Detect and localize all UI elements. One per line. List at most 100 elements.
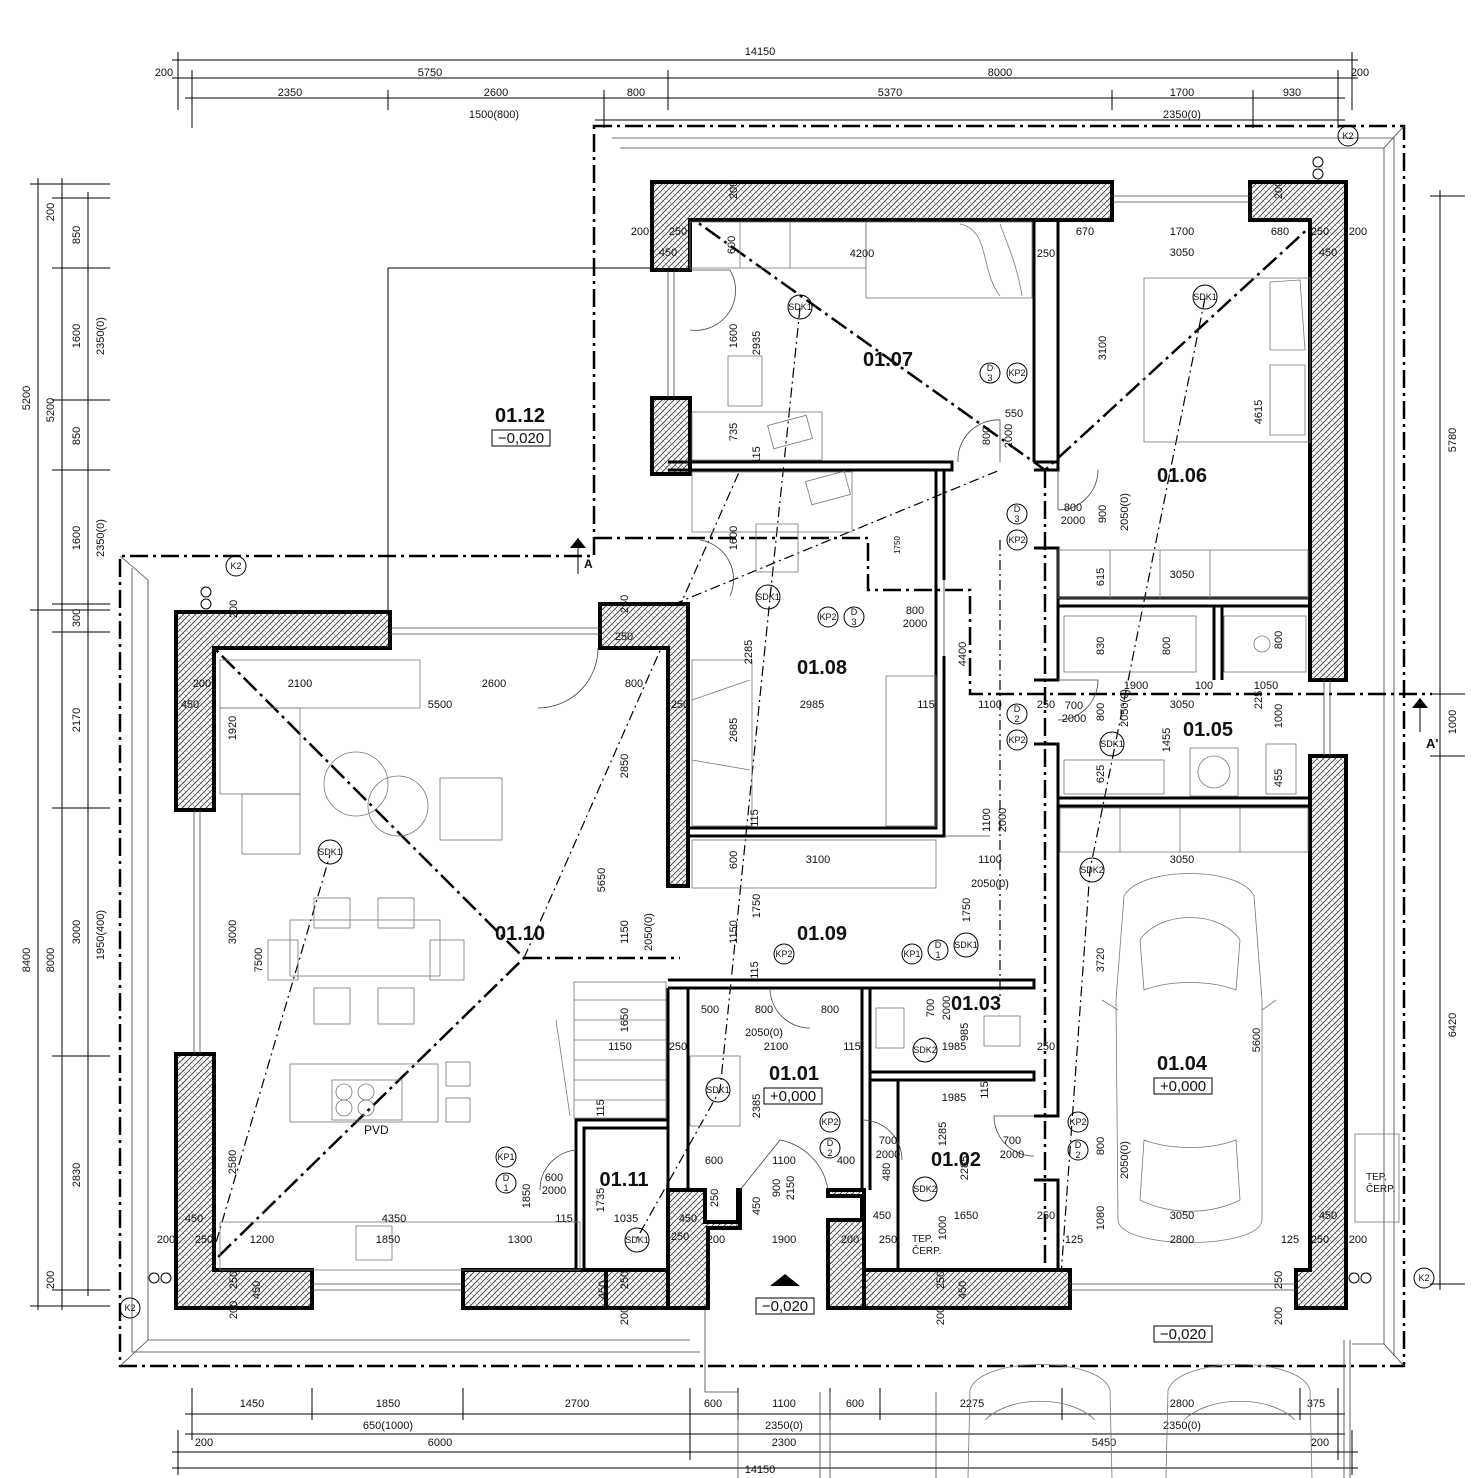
svg-text:D: D — [1075, 1140, 1082, 1150]
svg-text:2100: 2100 — [288, 678, 312, 690]
svg-text:200: 200 — [45, 203, 57, 221]
svg-text:2000: 2000 — [903, 618, 927, 630]
svg-text:3050: 3050 — [1170, 854, 1194, 866]
svg-text:1: 1 — [503, 1183, 508, 1193]
svg-text:1900: 1900 — [772, 1234, 796, 1246]
svg-text:2050(0): 2050(0) — [1119, 1141, 1131, 1179]
tag-k2-left: K2 — [225, 555, 247, 577]
svg-text:250: 250 — [879, 1234, 897, 1246]
svg-text:4200: 4200 — [850, 248, 874, 260]
svg-text:SDK1: SDK1 — [954, 940, 978, 950]
svg-text:1600: 1600 — [71, 526, 83, 550]
svg-text:250: 250 — [1037, 1041, 1055, 1053]
svg-text:115: 115 — [595, 1099, 607, 1117]
svg-text:800: 800 — [627, 87, 645, 99]
svg-text:250: 250 — [619, 1271, 631, 1289]
tag-kp1-e: KP1 — [901, 943, 923, 965]
svg-text:8000: 8000 — [45, 948, 57, 972]
svg-text:5450: 5450 — [1092, 1437, 1116, 1449]
svg-text:6000: 6000 — [428, 1437, 452, 1449]
svg-text:2000: 2000 — [1061, 515, 1085, 527]
svg-text:2050(0): 2050(0) — [643, 913, 655, 951]
svg-text:2000: 2000 — [997, 808, 1009, 832]
roof-hip-lines — [177, 190, 1432, 1297]
room-01-08: 01.08 — [797, 657, 847, 679]
svg-text:250: 250 — [615, 631, 633, 643]
tag-kp2-d: KP2 — [1006, 729, 1028, 751]
svg-text:200: 200 — [631, 226, 649, 238]
svg-text:5370: 5370 — [878, 87, 902, 99]
svg-text:455: 455 — [1273, 769, 1285, 787]
svg-text:2350(0): 2350(0) — [1163, 1420, 1201, 1432]
svg-text:985: 985 — [959, 1023, 971, 1041]
svg-text:450: 450 — [251, 1281, 263, 1299]
svg-text:2: 2 — [1075, 1150, 1080, 1160]
svg-text:115: 115 — [917, 699, 935, 711]
svg-text:SDK1: SDK1 — [756, 592, 780, 602]
svg-text:7500: 7500 — [253, 948, 265, 972]
svg-text:830: 830 — [1095, 637, 1107, 655]
right-dimensions: 5780 1000 6420 — [1430, 190, 1465, 1290]
svg-text:SDK1: SDK1 — [318, 847, 342, 857]
tag-sdk1-0101: SDK1 — [705, 1077, 731, 1103]
svg-text:2285: 2285 — [959, 1156, 971, 1180]
section-mark-a: A — [570, 538, 593, 574]
svg-text:450: 450 — [1319, 247, 1337, 259]
svg-text:3: 3 — [987, 373, 992, 383]
svg-text:5780: 5780 — [1447, 428, 1459, 452]
svg-text:K2: K2 — [1342, 131, 1353, 141]
svg-text:KP2: KP2 — [1008, 368, 1025, 378]
svg-text:TEP.: TEP. — [1366, 1172, 1387, 1183]
tags: K2 K2 K2 K2 SDK1 SDK1 SDK1 SDK1 SDK1 SDK… — [119, 125, 1435, 1319]
svg-text:250: 250 — [1273, 1271, 1285, 1289]
svg-text:1080: 1080 — [1095, 1206, 1107, 1230]
svg-text:2385: 2385 — [751, 1094, 763, 1118]
svg-text:2170: 2170 — [71, 708, 83, 732]
svg-text:250: 250 — [935, 1271, 947, 1289]
svg-text:1035: 1035 — [614, 1213, 638, 1225]
svg-text:3050: 3050 — [1170, 569, 1194, 581]
svg-text:2000: 2000 — [1003, 424, 1015, 448]
svg-text:2150: 2150 — [785, 1176, 797, 1200]
svg-text:2050(0): 2050(0) — [971, 878, 1009, 890]
svg-text:2000: 2000 — [876, 1149, 900, 1161]
svg-text:KP1: KP1 — [903, 949, 920, 959]
svg-text:ČERP.: ČERP. — [1366, 1182, 1395, 1195]
svg-text:3: 3 — [1014, 514, 1019, 524]
svg-text:850: 850 — [71, 427, 83, 445]
room-01-09: 01.09 — [797, 923, 847, 945]
svg-text:2275: 2275 — [960, 1398, 984, 1410]
svg-text:450: 450 — [679, 1213, 697, 1225]
svg-text:1000: 1000 — [1447, 710, 1459, 734]
external-walls[interactable] — [174, 180, 1348, 1310]
svg-text:D: D — [935, 940, 942, 950]
svg-text:2985: 2985 — [800, 699, 824, 711]
svg-text:600: 600 — [704, 1398, 722, 1410]
svg-text:115: 115 — [749, 961, 761, 979]
svg-text:1300: 1300 — [508, 1234, 532, 1246]
svg-text:1100: 1100 — [978, 699, 1002, 711]
svg-text:4350: 4350 — [382, 1213, 406, 1225]
svg-text:A: A — [584, 557, 593, 571]
svg-text:1850: 1850 — [521, 1184, 533, 1208]
svg-text:250: 250 — [669, 1041, 687, 1053]
svg-text:5500: 5500 — [428, 699, 452, 711]
svg-text:2600: 2600 — [484, 87, 508, 99]
svg-text:400: 400 — [837, 1155, 855, 1167]
doors[interactable] — [537, 269, 1099, 1191]
svg-text:600: 600 — [728, 851, 740, 869]
svg-text:930: 930 — [1283, 87, 1301, 99]
furniture — [219, 221, 1400, 1271]
room-01-04: 01.04 — [1157, 1053, 1208, 1075]
svg-text:550: 550 — [1005, 408, 1023, 420]
section-mark-a-prime: A' — [1412, 698, 1438, 751]
svg-text:1600: 1600 — [728, 324, 740, 348]
svg-text:1455: 1455 — [1161, 728, 1173, 752]
tag-d1-e: D1 — [927, 939, 949, 961]
svg-text:480: 480 — [881, 1163, 893, 1181]
svg-text:2000: 2000 — [542, 1185, 566, 1197]
svg-text:SDK1: SDK1 — [1100, 739, 1124, 749]
tag-sdk1-0105: SDK1 — [1099, 731, 1125, 757]
svg-text:2050(0): 2050(0) — [1119, 493, 1131, 531]
svg-text:1920: 1920 — [227, 716, 239, 740]
